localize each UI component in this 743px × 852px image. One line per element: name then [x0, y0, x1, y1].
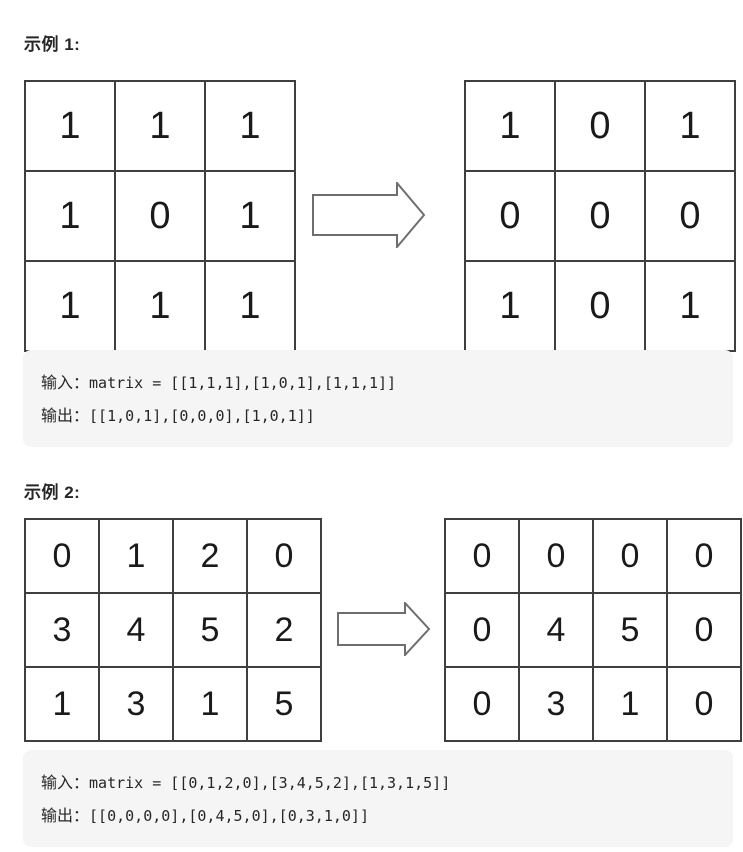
matrix-cell: 4: [98, 592, 174, 668]
matrix-cell: 0: [24, 518, 100, 594]
example-2-title: 示例 2:: [24, 483, 81, 502]
matrix-cell: 1: [114, 80, 206, 172]
output-label: 输出：: [41, 408, 90, 425]
matrix-cell: 0: [666, 592, 742, 668]
matrix-cell: 0: [592, 518, 668, 594]
example-1-title: 示例 1:: [24, 35, 81, 54]
output-label: 输出：: [41, 808, 90, 825]
matrix-cell: 5: [172, 592, 248, 668]
matrix-cell: 0: [554, 260, 646, 352]
matrix-cell: 1: [24, 260, 116, 352]
matrix-cell: 1: [24, 666, 100, 742]
example-2-input-line: 输入：matrix = [[0,1,2,0],[3,4,5,2],[1,3,1,…: [41, 767, 715, 800]
matrix-cell: 2: [172, 518, 248, 594]
matrix-cell: 1: [24, 170, 116, 262]
example-2-io-block: 输入：matrix = [[0,1,2,0],[3,4,5,2],[1,3,1,…: [23, 750, 733, 847]
example-1-io-block: 输入：matrix = [[1,1,1],[1,0,1],[1,1,1]] 输出…: [23, 350, 733, 447]
matrix-cell: 3: [518, 666, 594, 742]
matrix-cell: 0: [644, 170, 736, 262]
matrix-cell: 1: [204, 80, 296, 172]
input-label: 输入：: [41, 775, 90, 792]
matrix-cell: 0: [444, 518, 520, 594]
matrix-cell: 5: [246, 666, 322, 742]
matrix-cell: 0: [554, 170, 646, 262]
matrix-cell: 0: [246, 518, 322, 594]
example-2-output-line: 输出：[[0,0,0,0],[0,4,5,0],[0,3,1,0]]: [41, 800, 715, 833]
input-label: 输入：: [41, 375, 90, 392]
matrix-cell: 0: [444, 592, 520, 668]
example-1-input-line: 输入：matrix = [[1,1,1],[1,0,1],[1,1,1]]: [41, 367, 715, 400]
matrix-cell: 1: [644, 260, 736, 352]
matrix-cell: 3: [98, 666, 174, 742]
matrix-cell: 3: [24, 592, 100, 668]
matrix-cell: 4: [518, 592, 594, 668]
matrix-cell: 1: [24, 80, 116, 172]
matrix-cell: 1: [172, 666, 248, 742]
output-code: [[1,0,1],[0,0,0],[1,0,1]]: [89, 407, 315, 425]
matrix-cell: 0: [444, 666, 520, 742]
output-code: [[0,0,0,0],[0,4,5,0],[0,3,1,0]]: [89, 807, 369, 825]
matrix-cell: 1: [204, 170, 296, 262]
example-1-output-line: 输出：[[1,0,1],[0,0,0],[1,0,1]]: [41, 400, 715, 433]
matrix-cell: 2: [246, 592, 322, 668]
matrix-cell: 1: [592, 666, 668, 742]
input-code: matrix = [[0,1,2,0],[3,4,5,2],[1,3,1,5]]: [89, 774, 451, 792]
matrix-cell: 0: [518, 518, 594, 594]
matrix-cell: 0: [464, 170, 556, 262]
matrix-cell: 1: [98, 518, 174, 594]
right-arrow-icon: [312, 182, 426, 248]
matrix-cell: 1: [114, 260, 206, 352]
input-code: matrix = [[1,1,1],[1,0,1],[1,1,1]]: [89, 374, 397, 392]
matrix-cell: 0: [554, 80, 646, 172]
matrix-cell: 0: [666, 666, 742, 742]
matrix-cell: 1: [464, 80, 556, 172]
matrix-cell: 1: [464, 260, 556, 352]
matrix-cell: 5: [592, 592, 668, 668]
right-arrow-icon: [337, 602, 431, 656]
matrix-cell: 0: [666, 518, 742, 594]
matrix-cell: 1: [204, 260, 296, 352]
matrix-cell: 0: [114, 170, 206, 262]
matrix-cell: 1: [644, 80, 736, 172]
